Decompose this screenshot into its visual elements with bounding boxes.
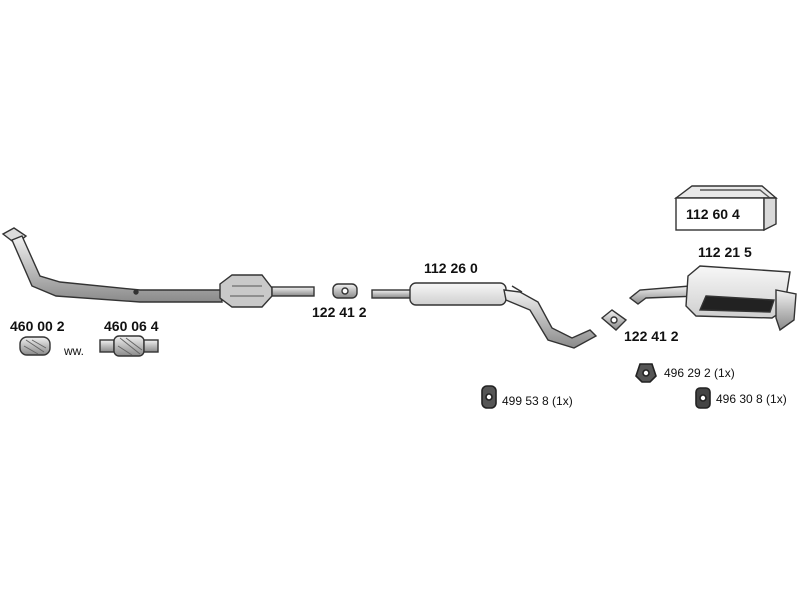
label-rubber-mount-3: 496 30 8 (1x): [716, 392, 787, 406]
rubber-mount-2-icon: [635, 363, 657, 383]
label-rubber-mount-1: 499 53 8 (1x): [502, 394, 573, 408]
flex-pipe-part: [99, 335, 159, 357]
label-mount-kit: 112 60 4: [686, 206, 740, 222]
mount-kit-box: [673, 185, 778, 232]
rear-silencer-part: [628, 265, 797, 332]
connector-rear-part: [600, 309, 628, 331]
front-pipe-with-catalyst: [1, 227, 315, 308]
connector-front-part: [332, 283, 358, 299]
label-rubber-mount-2: 496 29 2 (1x): [664, 366, 735, 380]
label-connector-front: 122 41 2: [312, 304, 367, 320]
label-connector-rear: 122 41 2: [624, 328, 679, 344]
label-rear-silencer: 112 21 5: [698, 244, 752, 260]
rubber-mount-1-icon: [481, 385, 497, 409]
middle-silencer-part: [371, 282, 598, 349]
gasket-part: [19, 336, 51, 356]
label-alt-flex: 460 06 4: [104, 318, 159, 334]
label-alt-note: ww.: [64, 344, 85, 358]
rubber-mount-3-icon: [695, 387, 711, 409]
label-catalytic-gasket: 460 00 2: [10, 318, 65, 334]
label-middle-silencer: 112 26 0: [424, 260, 478, 276]
